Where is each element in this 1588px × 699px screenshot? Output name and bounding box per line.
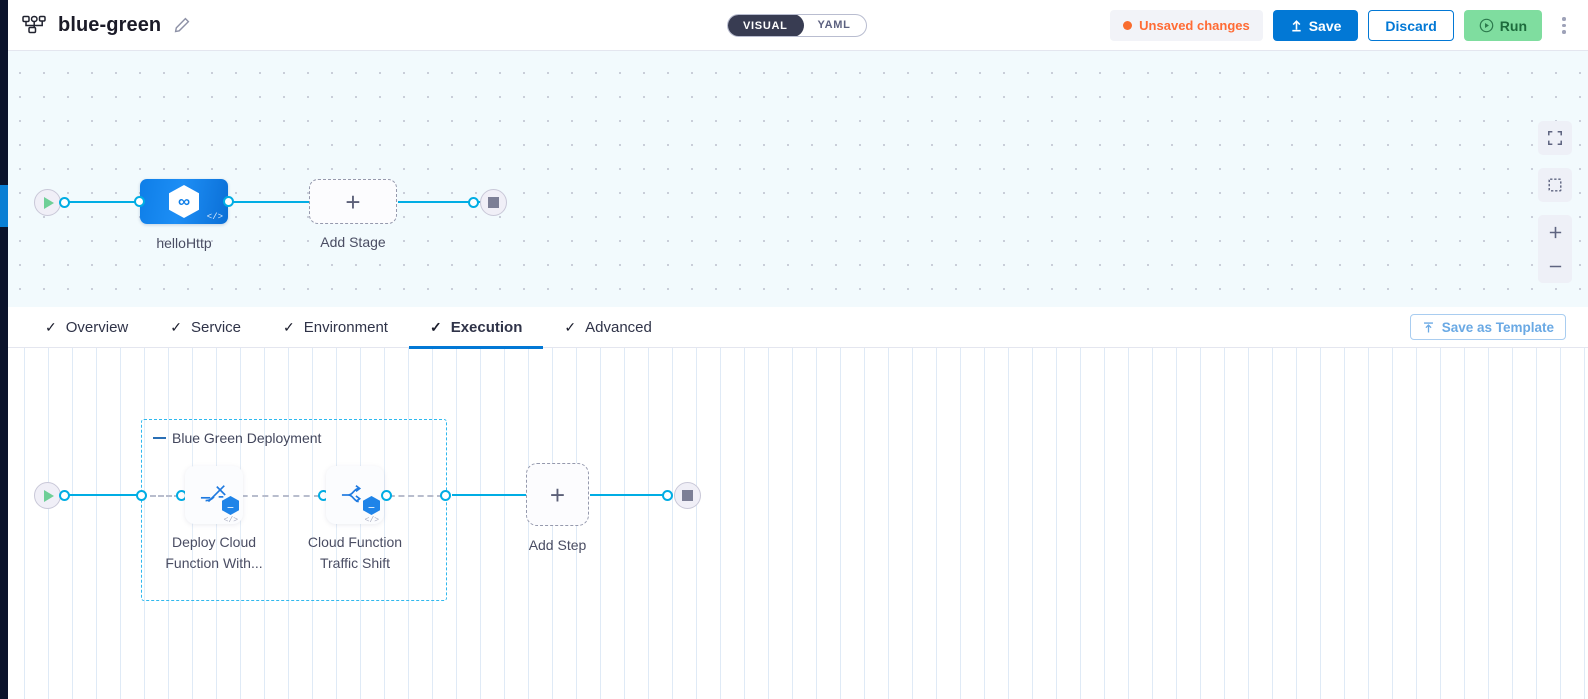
pipeline-end-node[interactable] [468,189,507,216]
edge-dashed-2 [190,495,320,497]
start-icon [44,489,54,502]
left-rail-active-indicator [0,185,8,227]
app-header: blue-green VISUAL YAML Unsaved changes [0,0,1588,51]
save-as-template-label: Save as Template [1441,319,1554,335]
start-output-port[interactable] [59,197,70,208]
check-icon: ✓ [170,319,182,335]
tab-overview[interactable]: ✓ Overview [24,307,149,348]
execution-end-node[interactable] [662,482,701,509]
edge-start-to-group [60,494,144,497]
stop-icon [488,197,499,208]
canvas-controls[interactable] [1538,121,1572,283]
stage-node-hellohttp[interactable]: ∞ </> helloHttp [134,179,234,251]
tab-execution-label: Execution [450,319,523,336]
step-node-label: Deploy Cloud Function With... [165,534,263,571]
zoom-controls[interactable] [1538,215,1572,283]
edge-stage-to-addstage [228,201,323,204]
add-step-node[interactable]: + Add Step [526,463,589,553]
execution-start-node[interactable] [34,482,70,509]
tab-environment[interactable]: ✓ Environment [262,307,409,348]
upload-arrow-icon [1292,20,1301,32]
stage-canvas[interactable]: ∞ </> helloHttp + Add Stage [0,51,1588,307]
save-as-template-button[interactable]: Save as Template [1409,314,1566,340]
add-stage-label: Add Stage [320,234,386,250]
edge-dashed-1 [150,495,180,497]
tab-advanced-label: Advanced [585,319,652,336]
toggle-visual[interactable]: VISUAL [727,15,804,36]
check-icon: ✓ [45,319,57,335]
hexagon-harness-icon: ⚊ [363,496,380,515]
run-button[interactable]: Run [1463,10,1542,41]
add-step-label: Add Step [528,537,587,553]
fit-screen-icon[interactable] [1538,121,1572,155]
tab-overview-label: Overview [65,319,129,336]
tab-advanced[interactable]: ✓ Advanced [543,307,672,348]
deploy-function-icon [200,485,226,503]
tab-service-label: Service [190,319,242,336]
kebab-menu-icon[interactable] [1554,12,1574,40]
hexagon-harness-icon: ⚊ [222,496,239,515]
view-mode-toggle[interactable]: VISUAL YAML [727,14,867,37]
step-code-badge: </> [223,516,238,525]
left-nav-rail [0,0,8,699]
edge-addstep-to-end [590,494,672,497]
stage-group-blue-green[interactable]: Blue Green Deployment [141,419,447,601]
edge-addstage-to-end [398,201,483,204]
traffic-shift-icon [341,484,362,503]
zoom-out-icon[interactable] [1538,249,1572,283]
stage-output-port[interactable] [223,196,234,207]
pipeline-nodes-icon [22,15,46,35]
pencil-icon[interactable] [173,16,191,34]
page-title: blue-green [58,13,162,36]
unsaved-dot-icon [1123,21,1133,30]
check-icon: ✓ [429,319,442,335]
discard-button[interactable]: Discard [1368,10,1454,41]
play-circle-icon [1479,18,1494,33]
toggle-yaml[interactable]: YAML [817,19,851,31]
step2-output-port[interactable] [381,490,392,501]
save-button-label: Save [1308,17,1342,34]
check-icon: ✓ [283,319,295,335]
pipeline-start-node[interactable] [34,189,70,216]
hexagon-infinity-icon: ∞ [169,185,199,218]
group-output-port[interactable] [440,490,451,501]
run-button-label: Run [1499,17,1527,34]
unsaved-changes-badge: Unsaved changes [1110,10,1263,41]
tab-execution[interactable]: ✓ Execution [408,307,544,349]
zoom-in-icon[interactable] [1538,215,1572,249]
plus-icon: + [549,479,566,510]
stage-code-badge: </> [206,212,223,222]
execution-canvas[interactable]: Execution Rollback Blue Green Depl [0,348,1588,699]
edge-start-to-stage [60,201,155,204]
plus-icon: + [345,186,361,217]
group-label-text: Blue Green Deployment [172,430,322,446]
end-input-port[interactable] [468,197,479,208]
tab-service[interactable]: ✓ Service [149,307,262,348]
group-label: Blue Green Deployment [153,430,321,446]
group-collapse-icon[interactable] [153,437,166,439]
config-tabbar: ✓ Overview ✓ Service ✓ Environment ✓ Exe… [0,307,1588,349]
start-icon [44,196,54,209]
selection-box-icon[interactable] [1538,168,1572,202]
edge-group-to-addstep [452,494,528,497]
save-button[interactable]: Save [1272,10,1359,41]
active-tab-underline [408,346,544,349]
stop-icon [682,490,693,501]
unsaved-changes-label: Unsaved changes [1139,18,1250,33]
step-node-traffic-shift[interactable]: ⚊ </> Cloud Function Traffic Shift [308,466,402,571]
step-node-deploy-cloud-function[interactable]: ⚊ </> Deploy Cloud Function With... [165,466,263,571]
execution-end-port[interactable] [662,490,673,501]
stage-input-port[interactable] [134,196,145,207]
step-code-badge: </> [364,516,379,525]
template-upload-icon [1423,321,1433,333]
check-icon: ✓ [564,319,577,335]
add-stage-node[interactable]: + Add Stage [309,179,397,250]
step-node-label: Cloud Function Traffic Shift [307,534,403,571]
stage-node-label: helloHttp [156,235,212,251]
group-input-port[interactable] [136,490,147,501]
tab-environment-label: Environment [303,319,388,336]
execution-start-port[interactable] [59,490,70,501]
